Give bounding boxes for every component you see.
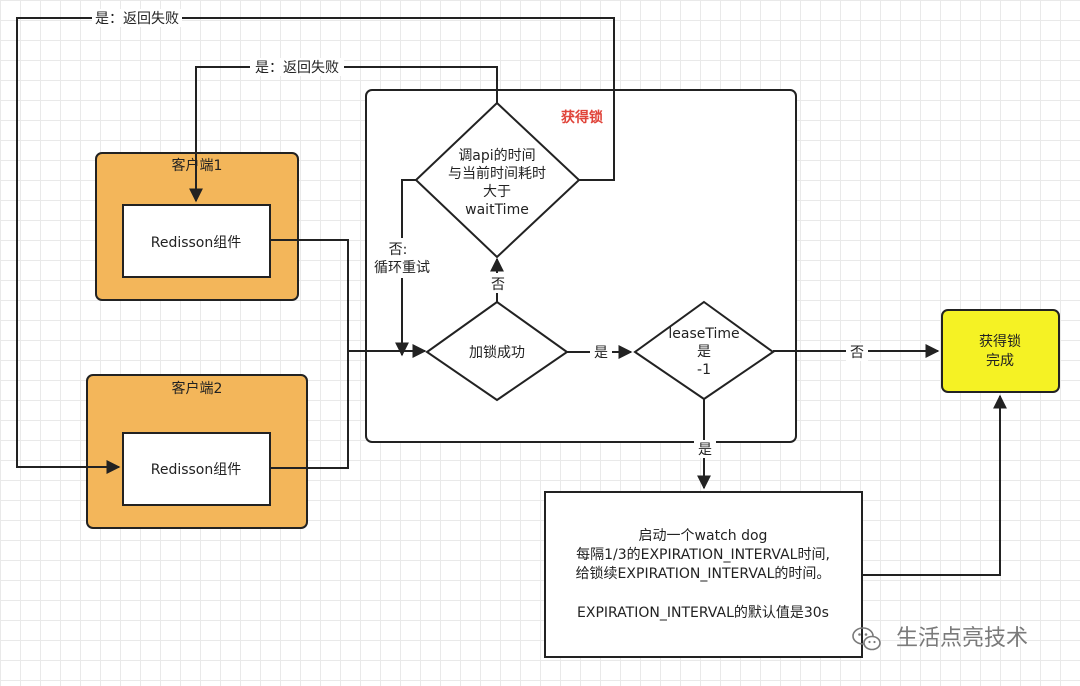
- lock-acquired-line-2: 完成: [986, 353, 1014, 369]
- wechat-icon: [852, 627, 881, 651]
- watchdog-line-2: 每隔1/3的EXPIRATION_INTERVAL时间,: [576, 547, 830, 563]
- watermark-text: 生活点亮技术: [896, 626, 1028, 651]
- client-1-component-label: Redisson组件: [151, 235, 242, 251]
- decision-wait-time-line-3: 大于: [483, 184, 511, 200]
- client-2-component-label: Redisson组件: [151, 462, 242, 478]
- acquire-lock-title: 获得锁: [561, 109, 603, 126]
- edge-label-lock-yes: 是: [594, 345, 608, 361]
- decision-lease-time-line-1: leaseTime: [668, 326, 739, 342]
- decision-lease-time-line-3: -1: [697, 362, 711, 378]
- edge-component1-to-lock: [270, 239, 427, 358]
- client-2-title: 客户端2: [172, 380, 223, 397]
- edge-wait-fail-to-client1: [189, 66, 498, 203]
- edge-label-fail-top: 是：返回失败: [95, 11, 179, 27]
- lock-acquired-box: [941, 309, 1060, 393]
- watchdog-line-1: 启动一个watch dog: [639, 528, 768, 544]
- edge-label-lease-yes: 是: [698, 442, 712, 458]
- decision-wait-time-line-1: 调api的时间: [458, 148, 535, 164]
- decision-wait-time: [414, 101, 581, 259]
- edge-wait-fail-to-client2: [16, 17, 615, 474]
- edge-label-lease-no: 否: [850, 345, 864, 361]
- decision-lease-time-line-2: 是: [697, 344, 711, 360]
- lock-acquired-line-1: 获得锁: [979, 333, 1021, 350]
- watchdog-line-5: EXPIRATION_INTERVAL的默认值是30s: [577, 605, 829, 621]
- edge-wait-retry-to-lock: [395, 179, 416, 357]
- edge-label-lock-no: 否: [491, 277, 505, 293]
- decision-wait-time-line-4: waitTime: [465, 202, 529, 218]
- decision-wait-time-line-2: 与当前时间耗时: [448, 165, 546, 182]
- edge-label-retry-1: 否:: [389, 242, 408, 258]
- decision-lock-success-label: 加锁成功: [469, 345, 525, 361]
- edge-label-retry-2: 循环重试: [374, 260, 430, 276]
- watchdog-line-3: 给锁续EXPIRATION_INTERVAL的时间。: [576, 565, 831, 582]
- decision-lock-success: [425, 300, 569, 402]
- client-2-component: [122, 432, 271, 506]
- edge-component2-to-lock: [270, 351, 349, 469]
- edge-label-fail-second: 是：返回失败: [255, 60, 339, 76]
- edge-watchdog-to-done: [862, 394, 1007, 576]
